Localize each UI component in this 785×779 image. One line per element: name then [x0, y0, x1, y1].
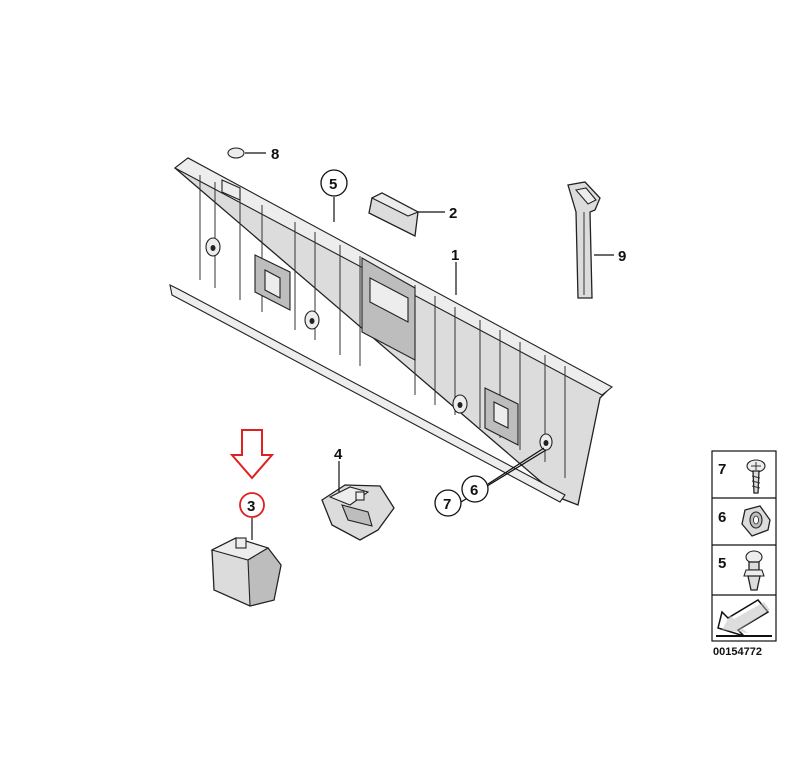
- svg-text:2: 2: [449, 205, 457, 222]
- fastener-legend: 7 6 5: [711, 450, 777, 642]
- svg-text:6: 6: [718, 509, 726, 526]
- part-3-block: [210, 537, 282, 607]
- legend-item-screw: 7: [718, 459, 766, 494]
- diagram-code: 00154772: [713, 646, 762, 658]
- part-4-latch: [321, 484, 395, 541]
- svg-text:7: 7: [443, 496, 451, 513]
- clip-nut-icon: [741, 505, 771, 537]
- callout-9: 9: [618, 248, 626, 265]
- svg-text:9: 9: [618, 248, 626, 265]
- callout-7: 7: [434, 489, 462, 517]
- svg-text:7: 7: [718, 461, 726, 478]
- svg-text:5: 5: [718, 555, 726, 572]
- svg-text:4: 4: [334, 446, 343, 463]
- callout-2: 2: [449, 205, 457, 222]
- callout-8: 8: [271, 146, 279, 163]
- callout-5: 5: [320, 169, 348, 197]
- part-9-bracket: [567, 181, 601, 299]
- svg-text:5: 5: [329, 176, 337, 193]
- svg-text:1: 1: [451, 247, 459, 264]
- legend-item-expansion-rivet: 5: [718, 550, 765, 591]
- callout-1: 1: [451, 247, 459, 264]
- trim-panel: [169, 157, 613, 506]
- callout-3: 3: [239, 492, 265, 518]
- callout-4: 4: [334, 446, 343, 463]
- svg-text:3: 3: [247, 498, 255, 515]
- legend-item-clip-nut: 6: [718, 505, 771, 537]
- callout-6: 6: [461, 475, 489, 503]
- part-8-clip: [227, 147, 245, 159]
- expansion-rivet-icon: [743, 550, 765, 591]
- part-2-pad: [368, 192, 420, 237]
- svg-text:8: 8: [271, 146, 279, 163]
- svg-text:6: 6: [470, 482, 478, 499]
- down-arrow-icon: [229, 429, 275, 480]
- screw-icon: [746, 459, 766, 494]
- direction-arrow-icon: [716, 599, 772, 637]
